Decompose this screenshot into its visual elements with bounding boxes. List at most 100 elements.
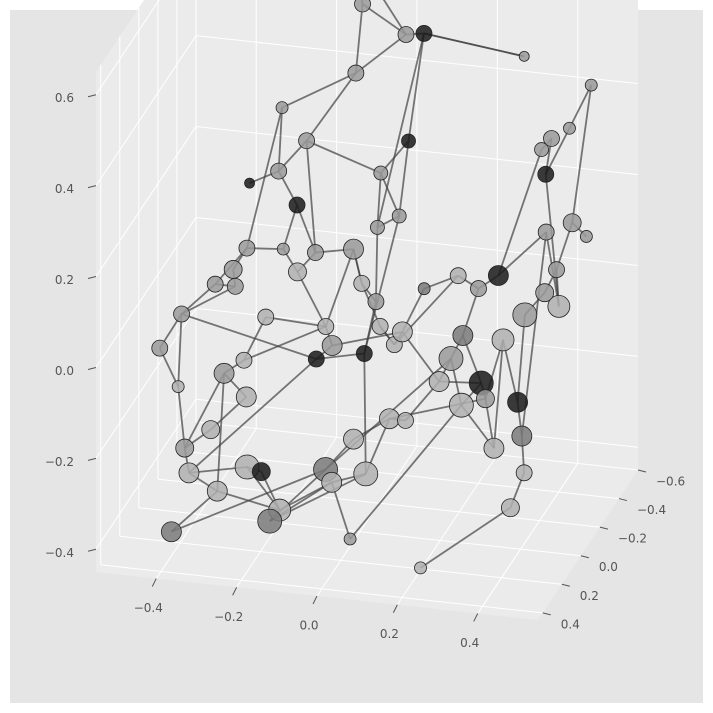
node-point bbox=[507, 391, 529, 413]
x-tick-label: 0.0 bbox=[299, 619, 318, 633]
grid-z-side bbox=[95, 308, 197, 459]
edge-line bbox=[382, 0, 407, 36]
z-tick-label: −0.2 bbox=[45, 455, 74, 469]
z-tick-mark bbox=[87, 548, 97, 552]
node-point bbox=[343, 238, 364, 260]
edge-line bbox=[362, 3, 407, 36]
node-point bbox=[244, 177, 255, 189]
node-point bbox=[206, 275, 224, 293]
edge-line bbox=[363, 215, 401, 354]
node-point bbox=[373, 165, 389, 181]
node-point bbox=[511, 425, 533, 447]
node-point bbox=[470, 280, 487, 297]
y-tick-label: 0.2 bbox=[580, 589, 599, 603]
node-point bbox=[288, 196, 306, 214]
edge-line bbox=[571, 84, 593, 223]
edge-line bbox=[296, 271, 327, 327]
node-point bbox=[317, 318, 335, 335]
grid-x-floor bbox=[316, 445, 418, 597]
z-tick-mark bbox=[87, 366, 97, 370]
node-point bbox=[235, 386, 257, 408]
grid-x-floor bbox=[155, 428, 257, 579]
edge-line bbox=[305, 72, 357, 142]
edge-line bbox=[544, 127, 571, 175]
grid-z-back bbox=[195, 398, 639, 448]
node-point bbox=[391, 208, 407, 224]
node-point bbox=[391, 321, 413, 343]
node-point bbox=[355, 345, 373, 362]
node-point bbox=[175, 438, 195, 458]
x-tick-mark bbox=[312, 595, 318, 605]
edge-line bbox=[177, 386, 186, 449]
network-nodes bbox=[151, 0, 598, 575]
node-point bbox=[213, 362, 235, 384]
x-tick-label: 0.2 bbox=[380, 627, 399, 641]
x-tick-label: 0.4 bbox=[460, 636, 479, 650]
node-point bbox=[160, 521, 182, 543]
grid-y-floor bbox=[100, 564, 543, 614]
node-point bbox=[206, 480, 228, 502]
node-point bbox=[534, 142, 549, 157]
node-point bbox=[449, 267, 467, 285]
edge-line bbox=[188, 358, 317, 474]
y-tick-label: 0.0 bbox=[599, 560, 618, 574]
y-tick-label: −0.2 bbox=[618, 532, 647, 546]
edge-line bbox=[306, 139, 382, 174]
edge-line bbox=[243, 325, 327, 362]
z-tick-mark bbox=[87, 276, 97, 280]
edge-line bbox=[171, 468, 326, 533]
grid-z-side bbox=[95, 0, 160, 96]
node-point bbox=[543, 130, 560, 147]
node-point bbox=[515, 464, 533, 482]
node-point bbox=[307, 244, 324, 261]
x-tick-mark bbox=[473, 613, 479, 622]
node-point bbox=[270, 162, 288, 180]
node-point bbox=[171, 380, 185, 393]
node-point bbox=[379, 408, 400, 430]
grid-z-side bbox=[95, 398, 197, 550]
edge-line bbox=[354, 3, 364, 74]
grid-z-back bbox=[195, 126, 639, 176]
node-point bbox=[563, 121, 576, 135]
node-point bbox=[238, 239, 256, 257]
node-point bbox=[226, 277, 244, 295]
edge-line bbox=[497, 231, 547, 277]
edge-line bbox=[398, 140, 410, 217]
edge-line bbox=[544, 174, 560, 307]
grid-y-floor bbox=[119, 535, 562, 585]
grid-z-side bbox=[95, 126, 197, 277]
node-point bbox=[401, 133, 416, 149]
node-point bbox=[518, 50, 530, 62]
node-point bbox=[151, 339, 169, 357]
edge-line bbox=[281, 72, 357, 109]
node-point bbox=[275, 101, 289, 115]
y-tick-mark bbox=[599, 526, 609, 530]
grid-y-floor bbox=[195, 421, 639, 471]
node-point bbox=[415, 25, 433, 42]
x-tick-mark bbox=[392, 604, 398, 613]
edge-line bbox=[305, 140, 317, 253]
node-point bbox=[512, 302, 538, 328]
grid-x-floor bbox=[396, 454, 498, 606]
edge-line bbox=[363, 353, 367, 474]
node-point bbox=[321, 335, 343, 356]
axis-lines bbox=[87, 94, 647, 622]
node-point bbox=[501, 498, 520, 518]
node-point bbox=[476, 389, 495, 409]
edge-line bbox=[265, 316, 326, 328]
z-tick-mark bbox=[87, 185, 97, 189]
tick-labels: −0.4−0.20.00.20.4−0.6−0.4−0.20.00.20.4−0… bbox=[45, 91, 685, 650]
edge-line bbox=[568, 84, 593, 129]
node-point bbox=[251, 462, 271, 482]
z-tick-label: 0.2 bbox=[55, 273, 74, 287]
edge-line bbox=[181, 285, 236, 315]
edge-line bbox=[183, 372, 225, 449]
node-point bbox=[452, 325, 474, 346]
node-point bbox=[343, 532, 357, 546]
node-point bbox=[491, 328, 515, 352]
edge-line bbox=[376, 172, 382, 228]
edge-line bbox=[375, 227, 379, 302]
edge-line bbox=[516, 314, 526, 403]
edge-line bbox=[423, 32, 525, 58]
edge-line bbox=[181, 313, 317, 360]
